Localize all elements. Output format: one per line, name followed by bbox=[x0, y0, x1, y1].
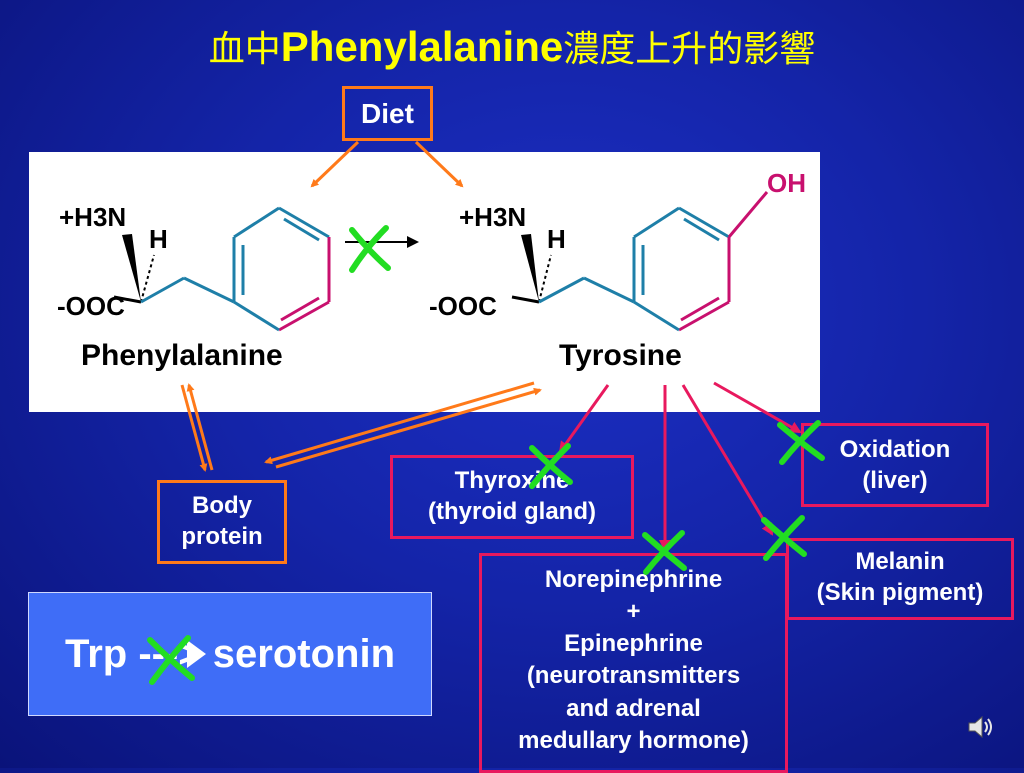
tyr-amine-label: +H3N bbox=[459, 202, 526, 232]
norepi-line-2: + bbox=[626, 598, 641, 626]
tyrosine-structure: +H3N H -OOC Tyrosine OH bbox=[429, 168, 806, 372]
serotonin-arrowhead bbox=[187, 640, 206, 668]
diet-label: Diet bbox=[361, 98, 414, 129]
body-protein-box: Body protein bbox=[157, 480, 287, 564]
protein-to-phe-arrow bbox=[186, 383, 214, 471]
norepi-line-3: Epinephrine bbox=[564, 630, 703, 658]
thyroxine-line-1: Thyroxine bbox=[454, 467, 570, 494]
chemical-structures-panel: +H3N H -OOC Phenylalanine bbox=[29, 152, 820, 412]
speaker-icon[interactable] bbox=[966, 712, 996, 747]
tyr-hydroxyl-label: OH bbox=[767, 168, 806, 198]
diet-to-phenylalanine-arrow bbox=[310, 140, 360, 188]
norepinephrine-box: Norepinephrine + Epinephrine (neurotrans… bbox=[479, 553, 788, 773]
protein-to-tyr-arrow bbox=[275, 387, 542, 469]
norepi-line-1: Norepinephrine bbox=[544, 566, 723, 593]
phe-to-protein-arrow bbox=[180, 384, 208, 472]
tyr-to-oxidation-arrow bbox=[713, 381, 802, 434]
phenylalanine-structure: +H3N H -OOC Phenylalanine bbox=[57, 202, 331, 372]
serotonin-label: Trp ---> serotonin bbox=[65, 632, 395, 676]
structure-drawing: +H3N H -OOC Phenylalanine bbox=[57, 168, 806, 372]
tyr-to-protein-arrow bbox=[264, 381, 535, 465]
tyr-hydrogen-label: H bbox=[547, 224, 566, 254]
x-mark-icon bbox=[349, 225, 391, 273]
melanin-line-1: Melanin bbox=[855, 548, 945, 575]
oxidation-box: Oxidation (liver) bbox=[801, 423, 989, 507]
tyr-name-label: Tyrosine bbox=[559, 339, 682, 372]
oxidation-line-1: Oxidation bbox=[839, 436, 951, 463]
melanin-box: Melanin (Skin pigment) bbox=[786, 538, 1014, 620]
phe-amine-label: +H3N bbox=[59, 202, 126, 232]
serotonin-box: Trp ---> serotonin bbox=[28, 592, 432, 716]
norepi-line-5: and adrenal bbox=[566, 694, 701, 722]
body-protein-line-2: protein bbox=[181, 522, 263, 550]
body-protein-line-1: Body bbox=[192, 492, 252, 519]
x-mark-icon bbox=[642, 530, 687, 575]
thyroxine-box: Thyroxine (thyroid gland) bbox=[390, 455, 634, 539]
tyr-to-thyroxine-arrow bbox=[558, 384, 610, 454]
phe-hydrogen-label: H bbox=[149, 224, 168, 254]
norepi-line-4: (neurotransmitters bbox=[526, 662, 741, 690]
slide-title: 血中Phenylalanine濃度上升的影響 bbox=[0, 20, 1024, 72]
title-main: Phenylalanine bbox=[280, 23, 564, 70]
diet-box: Diet bbox=[342, 86, 433, 141]
diet-to-tyrosine-arrow bbox=[414, 140, 464, 188]
x-mark-icon bbox=[529, 443, 573, 489]
tyr-carboxylate-label: -OOC bbox=[429, 291, 497, 321]
norepi-line-6: medullary hormone) bbox=[518, 726, 749, 754]
melanin-line-2: (Skin pigment) bbox=[816, 578, 984, 606]
oxidation-line-2: (liver) bbox=[862, 466, 928, 494]
x-mark-icon bbox=[147, 635, 195, 685]
thyroxine-line-2: (thyroid gland) bbox=[428, 497, 596, 525]
title-suffix: 濃度上升的影響 bbox=[563, 29, 816, 70]
phe-carboxylate-label: -OOC bbox=[57, 291, 125, 321]
tyr-to-melanin-arrow bbox=[681, 384, 774, 536]
x-mark-icon bbox=[761, 515, 807, 561]
x-mark-icon bbox=[777, 420, 825, 465]
phe-name-label: Phenylalanine bbox=[81, 339, 283, 372]
title-prefix: 血中 bbox=[208, 29, 281, 70]
